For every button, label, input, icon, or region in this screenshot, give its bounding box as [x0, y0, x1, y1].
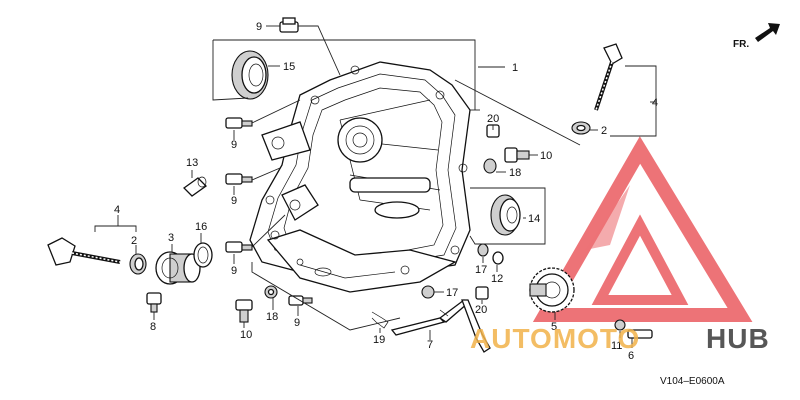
callout-20: 20 [475, 304, 487, 316]
callout-10: 10 [540, 150, 552, 162]
callout-9: 9 [231, 195, 237, 207]
washer-lower [264, 285, 278, 299]
callout-6: 6 [628, 350, 634, 362]
watermark-text: AUTOMOTO HUB [470, 323, 770, 354]
diagram-code: V104–E0600A [660, 376, 725, 387]
callout-19: 19 [373, 334, 385, 346]
callout-1: 1 [512, 62, 518, 74]
oil-seal-top [231, 50, 269, 100]
bolt-left-mid [225, 173, 253, 185]
bolt-8 [146, 292, 162, 313]
flange-bolt-lower [235, 299, 253, 323]
dowel-lower [475, 286, 489, 300]
dipstick-left [47, 237, 121, 266]
callout-14: 14 [528, 213, 540, 225]
ball-bearing [490, 194, 521, 236]
flange-bolt-right [504, 147, 530, 163]
bolt-lower-mid [288, 295, 313, 306]
callout-2: 2 [601, 125, 607, 137]
washer-12 [492, 251, 504, 265]
callout-3: 3 [168, 232, 174, 244]
washer-17-right [477, 243, 489, 257]
watermark-brand-part2: HUB [706, 323, 770, 354]
crankcase-cover [249, 61, 471, 293]
callout-12: 12 [491, 273, 503, 285]
governor-shaft [614, 319, 653, 339]
callout-13: 13 [186, 157, 198, 169]
callout-labels: 1 2 2 3 4 4 5 6 7 8 9 9 9 9 9 9 10 10 11… [114, 21, 749, 387]
callout-20: 20 [487, 113, 499, 125]
front-direction-arrow [755, 23, 780, 42]
callout-15: 15 [283, 61, 295, 73]
callout-5: 5 [551, 321, 557, 333]
callout-11: 11 [611, 340, 622, 352]
watermark-logo [532, 136, 753, 322]
spring-clip [371, 311, 389, 329]
callout-8: 8 [150, 321, 156, 333]
o-ring-right [571, 121, 591, 135]
callout-9: 9 [256, 21, 262, 33]
callout-17: 17 [446, 287, 458, 299]
dowel-pin [182, 176, 208, 197]
governor-gear [529, 267, 575, 313]
washer-right [483, 158, 497, 174]
callout-18: 18 [266, 311, 278, 323]
callout-9: 9 [231, 139, 237, 151]
callout-9: 9 [231, 265, 237, 277]
oil-filler-neck [155, 251, 201, 285]
governor-arm [390, 299, 491, 353]
dipstick-right [594, 43, 623, 111]
callout-4: 4 [652, 97, 658, 109]
o-ring-left [129, 253, 147, 275]
o-ring-16 [193, 242, 213, 268]
callout-18: 18 [509, 167, 521, 179]
callout-17: 17 [475, 264, 487, 276]
callout-7: 7 [427, 339, 433, 351]
callout-9: 9 [294, 317, 300, 329]
callout-16: 16 [195, 221, 207, 233]
leader-lines [94, 25, 657, 348]
washer-17-lower [421, 285, 435, 299]
direction-label: FR. [733, 39, 749, 50]
callout-10: 10 [240, 329, 252, 341]
bolt-top [279, 17, 299, 33]
bolt-left-lower [225, 241, 253, 253]
watermark-brand-part1: AUTOMOTO [470, 323, 640, 354]
callout-2: 2 [131, 235, 137, 247]
bolt-left-upper [225, 117, 253, 129]
callout-4: 4 [114, 204, 120, 216]
